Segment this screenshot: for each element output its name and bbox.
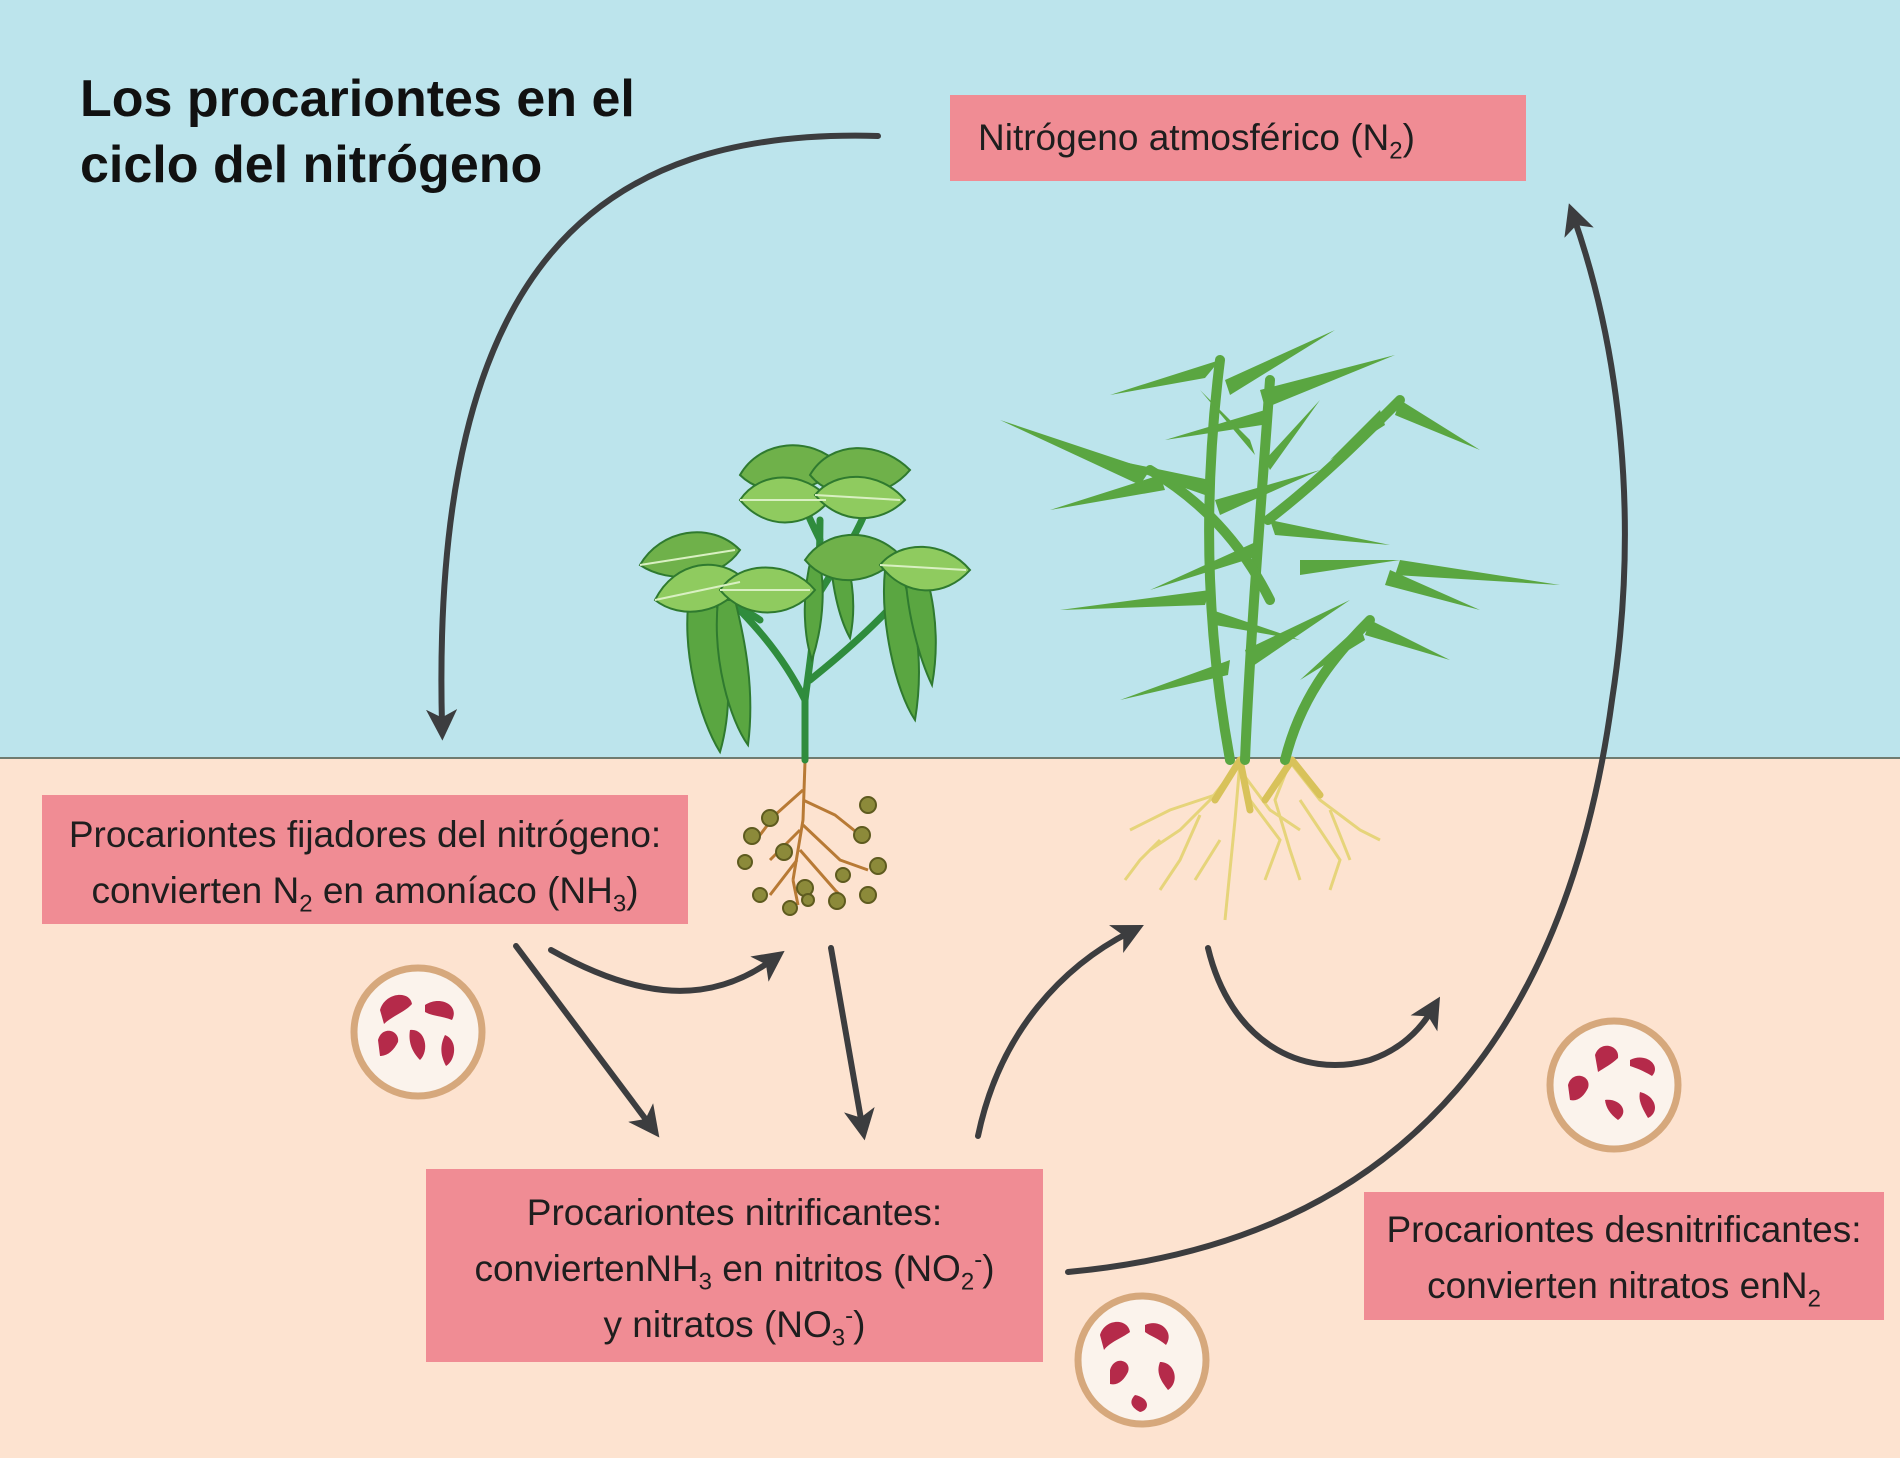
- nit-sup: -: [974, 1246, 983, 1274]
- arrow-fixers-to-nitrifiers: [513, 943, 660, 1138]
- atm-close: ): [1402, 117, 1415, 158]
- atmospheric-nitrogen-label: Nitrógeno atmosférico (N2): [950, 95, 1526, 181]
- nitrifiers-line-1: Procariontes nitrificantes:: [526, 1192, 943, 1233]
- title-line-1: Los procariontes en el: [80, 70, 635, 128]
- fix-c: ): [626, 870, 639, 911]
- nit-b: en nitritos: [712, 1248, 893, 1289]
- nit-nh: NH: [645, 1248, 699, 1289]
- fix-sub2: 3: [612, 890, 627, 918]
- title-line-2: ciclo del nitrógeno: [80, 136, 543, 194]
- fix-nh: (NH: [547, 870, 613, 911]
- nit-c: ): [982, 1248, 995, 1289]
- atm-sub: 2: [1389, 137, 1403, 165]
- nit-l3-sub: 3: [831, 1324, 846, 1352]
- arrow-nitrifiers-to-grass: [975, 924, 1144, 1139]
- nit-sub2: 2: [960, 1268, 975, 1296]
- fix-a: convierten: [91, 870, 273, 911]
- fixers-line-2: convierten N2 en amoníaco (NH3): [42, 863, 688, 919]
- fix-sub: 2: [299, 890, 313, 918]
- nit-no: (NO: [893, 1248, 961, 1289]
- nit-a: convierten: [474, 1248, 646, 1289]
- den-sub: 2: [1807, 1285, 1821, 1313]
- arrow-atmosphere-to-fixers: [426, 132, 881, 741]
- nit-l3-no: (NO: [763, 1304, 832, 1345]
- fixers-line-1: Procariontes fijadores del nitrógeno:: [68, 814, 662, 855]
- den-n: N: [1780, 1265, 1808, 1306]
- atm-formula: (N: [1350, 117, 1390, 158]
- den-a: convierten nitratos en: [1427, 1265, 1781, 1306]
- fix-b: en amoníaco: [312, 870, 548, 911]
- bacteria-icon-denitrifiers: [1546, 1017, 1682, 1153]
- bacteria-icon-fixers: [350, 964, 486, 1100]
- nit-l3-a: y nitratos: [603, 1304, 764, 1345]
- fixers-label: Procariontes fijadores del nitrógeno: co…: [42, 795, 688, 924]
- nitrifiers-line-2: conviertenNH3 en nitritos (NO2-): [426, 1241, 1043, 1297]
- arrow-legume-to-nitrifiers: [828, 945, 875, 1141]
- fix-n: N: [272, 870, 300, 911]
- arrow-nitrifiers-to-atmosphere: [1065, 203, 1628, 1275]
- page-title: Los procariontes en el ciclo del nitróge…: [80, 66, 635, 198]
- nitrifiers-line-3: y nitratos (NO3-): [426, 1297, 1043, 1353]
- arrow-fixers-to-legume: [548, 947, 785, 994]
- nit-sub: 3: [698, 1268, 713, 1296]
- arrow-grass-to-denitrifiers: [1205, 945, 1441, 1068]
- atmospheric-nitrogen-text: Nitrógeno atmosférico (N2): [978, 110, 1415, 166]
- atm-text: Nitrógeno atmosférico: [978, 117, 1340, 158]
- nitrifiers-label: Procariontes nitrificantes: conviertenNH…: [426, 1169, 1043, 1362]
- grass-plant-illustration: [1000, 330, 1560, 921]
- ground-line: [0, 757, 1900, 759]
- bacteria-icon-nitrifiers: [1074, 1292, 1210, 1428]
- denitrifiers-line-2: convierten nitratos enN2: [1364, 1258, 1884, 1314]
- nit-l3-sup: -: [845, 1302, 854, 1330]
- denitrifiers-label: Procariontes desnitrificantes: convierte…: [1364, 1192, 1884, 1320]
- legume-plant-illustration: [638, 444, 972, 916]
- denitrifiers-line-1: Procariontes desnitrificantes:: [1386, 1209, 1862, 1250]
- nit-l3-c: ): [853, 1304, 866, 1345]
